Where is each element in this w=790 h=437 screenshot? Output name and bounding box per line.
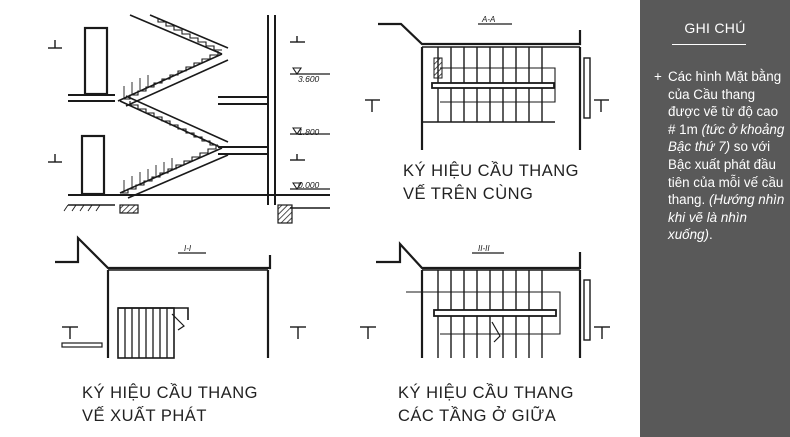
section-label-aa: A-A bbox=[481, 15, 495, 24]
caption-first-flight: KÝ HIỆU CẦU THANG VẾ XUẤT PHÁT bbox=[82, 382, 258, 428]
note-text: + Các hình Mặt bằng của Cầu thang được v… bbox=[654, 68, 786, 244]
note-panel-divider bbox=[672, 44, 746, 45]
note-text-part1: Các hình Mặt bằng của Cầu thang được vẽ … bbox=[668, 69, 782, 137]
caption-first-flight-line2: VẾ XUẤT PHÁT bbox=[82, 407, 207, 425]
caption-top-flight-line1: KÝ HIỆU CẦU THANG bbox=[403, 162, 579, 180]
note-panel: GHI CHÚ + Các hình Mặt bằng của Cầu than… bbox=[640, 0, 790, 437]
note-text-part5: . bbox=[708, 227, 713, 243]
note-body: Các hình Mặt bằng của Cầu thang được vẽ … bbox=[654, 68, 786, 244]
caption-middle-flights-line2: CÁC TẦNG Ở GIỮA bbox=[398, 407, 557, 425]
note-text-part2: (tức ở khoảng Bậc thứ 7) bbox=[668, 121, 785, 155]
elevation-1800: 1.800 bbox=[298, 127, 320, 137]
drawing-area: 3.600 1.800 0.000 A-A bbox=[48, 14, 610, 428]
section-label-two: II-II bbox=[478, 244, 490, 253]
plan-middle-flights bbox=[360, 241, 610, 358]
stair-drawings: 3.600 1.800 0.000 A-A bbox=[48, 14, 610, 359]
plan-first-flight bbox=[55, 235, 306, 359]
caption-top-flight-line2: VẾ TRÊN CÙNG bbox=[403, 185, 534, 203]
caption-first-flight-line1: KÝ HIỆU CẦU THANG bbox=[82, 384, 258, 402]
note-text-part3: so với Bậc xuất phát đầu tiên của mỗi vế… bbox=[668, 139, 784, 208]
note-text-part4: (Hướng nhìn khi vẽ là nhìn xuống) bbox=[668, 192, 785, 243]
stair-section-view bbox=[48, 14, 330, 224]
section-label-one: I-I bbox=[184, 244, 192, 253]
note-panel-title: GHI CHÚ bbox=[684, 20, 746, 36]
elevation-3600: 3.600 bbox=[298, 74, 320, 84]
caption-top-flight: KÝ HIỆU CẦU THANG VẾ TRÊN CÙNG bbox=[403, 160, 579, 206]
caption-middle-flights-line1: KÝ HIỆU CẦU THANG bbox=[398, 384, 574, 402]
elevation-0000: 0.000 bbox=[298, 180, 320, 190]
plan-top-flight bbox=[365, 22, 609, 150]
caption-middle-flights: KÝ HIỆU CẦU THANG CÁC TẦNG Ở GIỮA bbox=[398, 382, 574, 428]
note-bullet: + bbox=[654, 69, 662, 84]
